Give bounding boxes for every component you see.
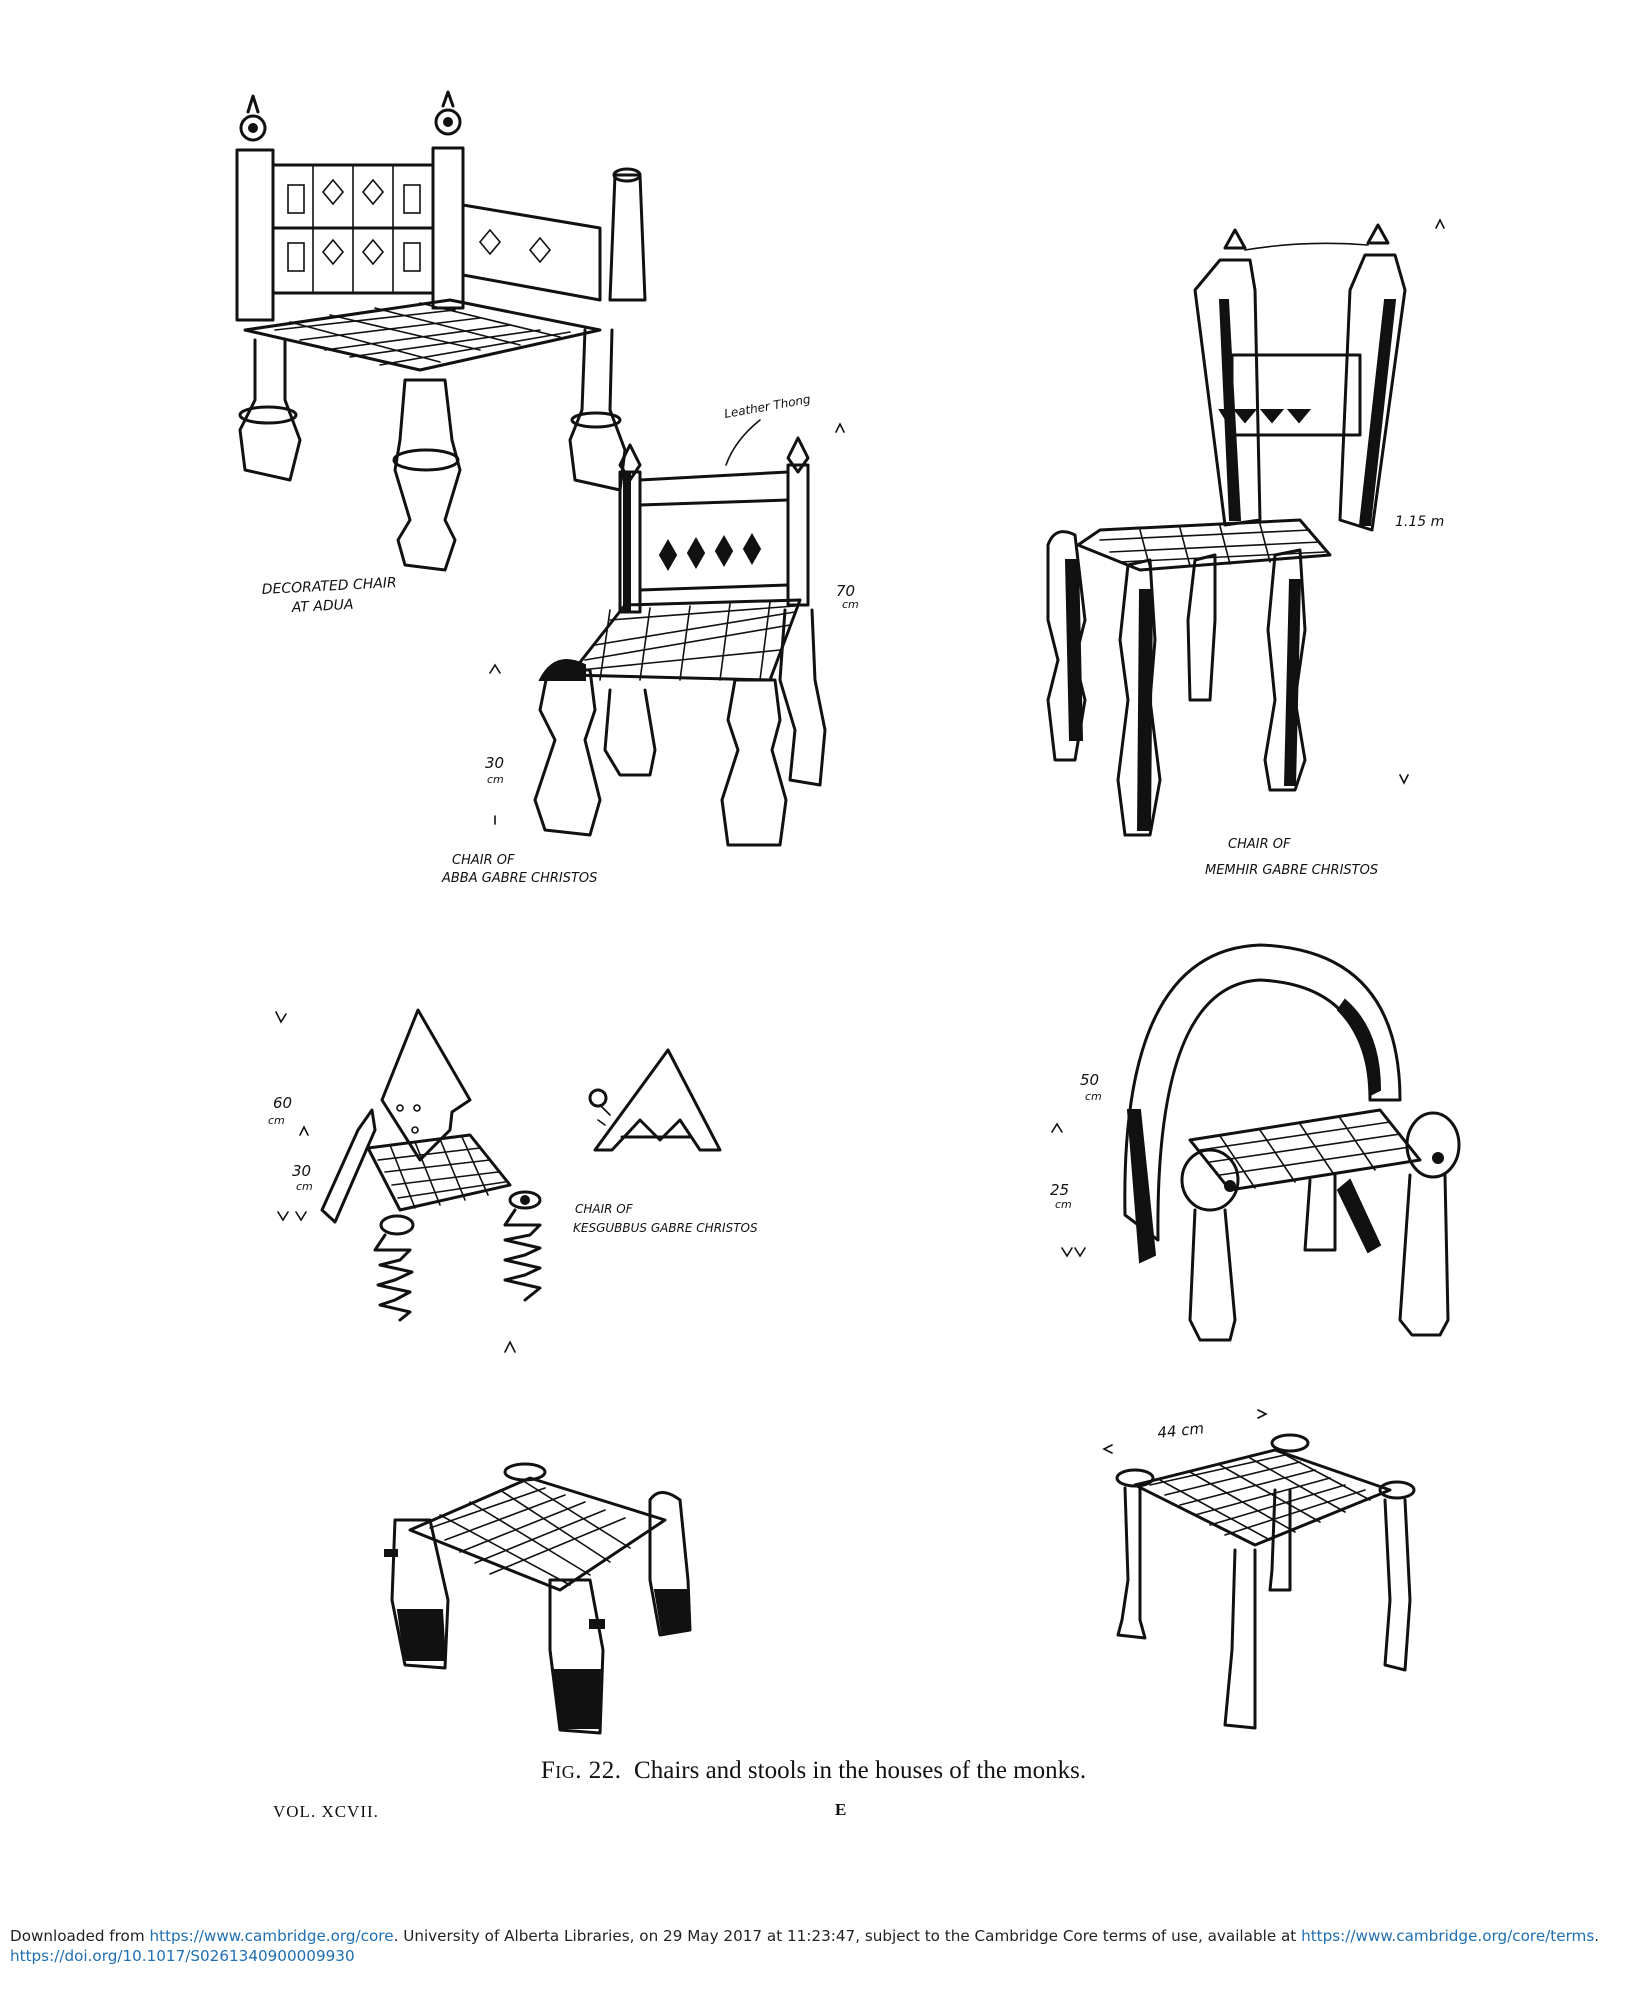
kesgubbus-height-value: 60 (273, 1094, 292, 1112)
stool-width-label: 44 cm (1157, 1419, 1205, 1442)
figure-caption-text: Chairs and stools in the houses of the m… (634, 1757, 1087, 1784)
cambridge-core-link[interactable]: https://www.cambridge.org/core (149, 1927, 394, 1945)
terms-link[interactable]: https://www.cambridge.org/core/terms (1301, 1927, 1595, 1945)
decorated-chair-label-line1: DECORATED CHAIR (261, 575, 397, 598)
kesgubbus-seat-unit: cm (296, 1180, 313, 1193)
leather-thong-label: Leather Thong (723, 392, 812, 421)
kesgubbus-height-unit: cm (268, 1114, 285, 1127)
abba-height-value: 70 (836, 582, 855, 600)
footer-suffix: . (1594, 1927, 1600, 1945)
arch-seat-value: 25 (1050, 1181, 1069, 1199)
figure-caption: Fig. 22. Chairs and stools in the houses… (0, 1757, 1627, 1785)
abba-height-unit: cm (842, 598, 859, 611)
kesgubbus-caption-line2: KESGUBBUS GABRE CHRISTOS (573, 1221, 758, 1235)
arched-chair-drawing: 50 cm 25 cm (1050, 943, 1461, 1342)
arch-height-value: 50 (1080, 1071, 1099, 1089)
arch-seat-unit: cm (1055, 1198, 1072, 1211)
memhir-chair-drawing: 1.15 m CHAIR OF MEMHIR GABRE CHRISTOS (1046, 218, 1445, 878)
kesgubbus-chair-drawing: 60 cm 30 cm CHAIR OF KESGUBBUS GABRE CHR… (268, 1008, 758, 1353)
arch-height-unit: cm (1085, 1090, 1102, 1103)
doi-link[interactable]: https://doi.org/10.1017/S026134090000993… (10, 1947, 355, 1965)
kesgubbus-seat-value: 30 (292, 1162, 311, 1180)
signature-mark: E (835, 1800, 847, 1819)
stool-left-drawing (384, 1462, 692, 1735)
memhir-caption-line2: MEMHIR GABRE CHRISTOS (1205, 863, 1378, 878)
abba-chair-drawing: Leather Thong 70 cm 30 cm CHAIR OF ABBA … (441, 392, 859, 886)
memhir-height-label: 1.15 m (1395, 514, 1444, 530)
abba-caption-line2: ABBA GABRE CHRISTOS (441, 871, 597, 886)
abba-seat-value: 30 (485, 754, 504, 772)
footer-middle: . University of Alberta Libraries, on 29… (393, 1927, 1302, 1945)
volume-label: VOL. XCVII. (273, 1802, 379, 1821)
kesgubbus-caption-line1: CHAIR OF (575, 1202, 634, 1216)
decorated-chair-drawing: DECORATED CHAIR AT ADUA (235, 90, 647, 616)
abba-caption-line1: CHAIR OF (452, 853, 515, 868)
stool-right-drawing: 44 cm (1102, 1409, 1416, 1730)
memhir-caption-line1: CHAIR OF (1228, 837, 1291, 852)
decorated-chair-label-line2: AT ADUA (290, 597, 354, 616)
download-notice: Downloaded from https://www.cambridge.or… (10, 1926, 1617, 1966)
footer-prefix: Downloaded from (10, 1927, 150, 1945)
figure-number: Fig. 22. (540, 1757, 622, 1784)
abba-seat-unit: cm (487, 773, 504, 786)
